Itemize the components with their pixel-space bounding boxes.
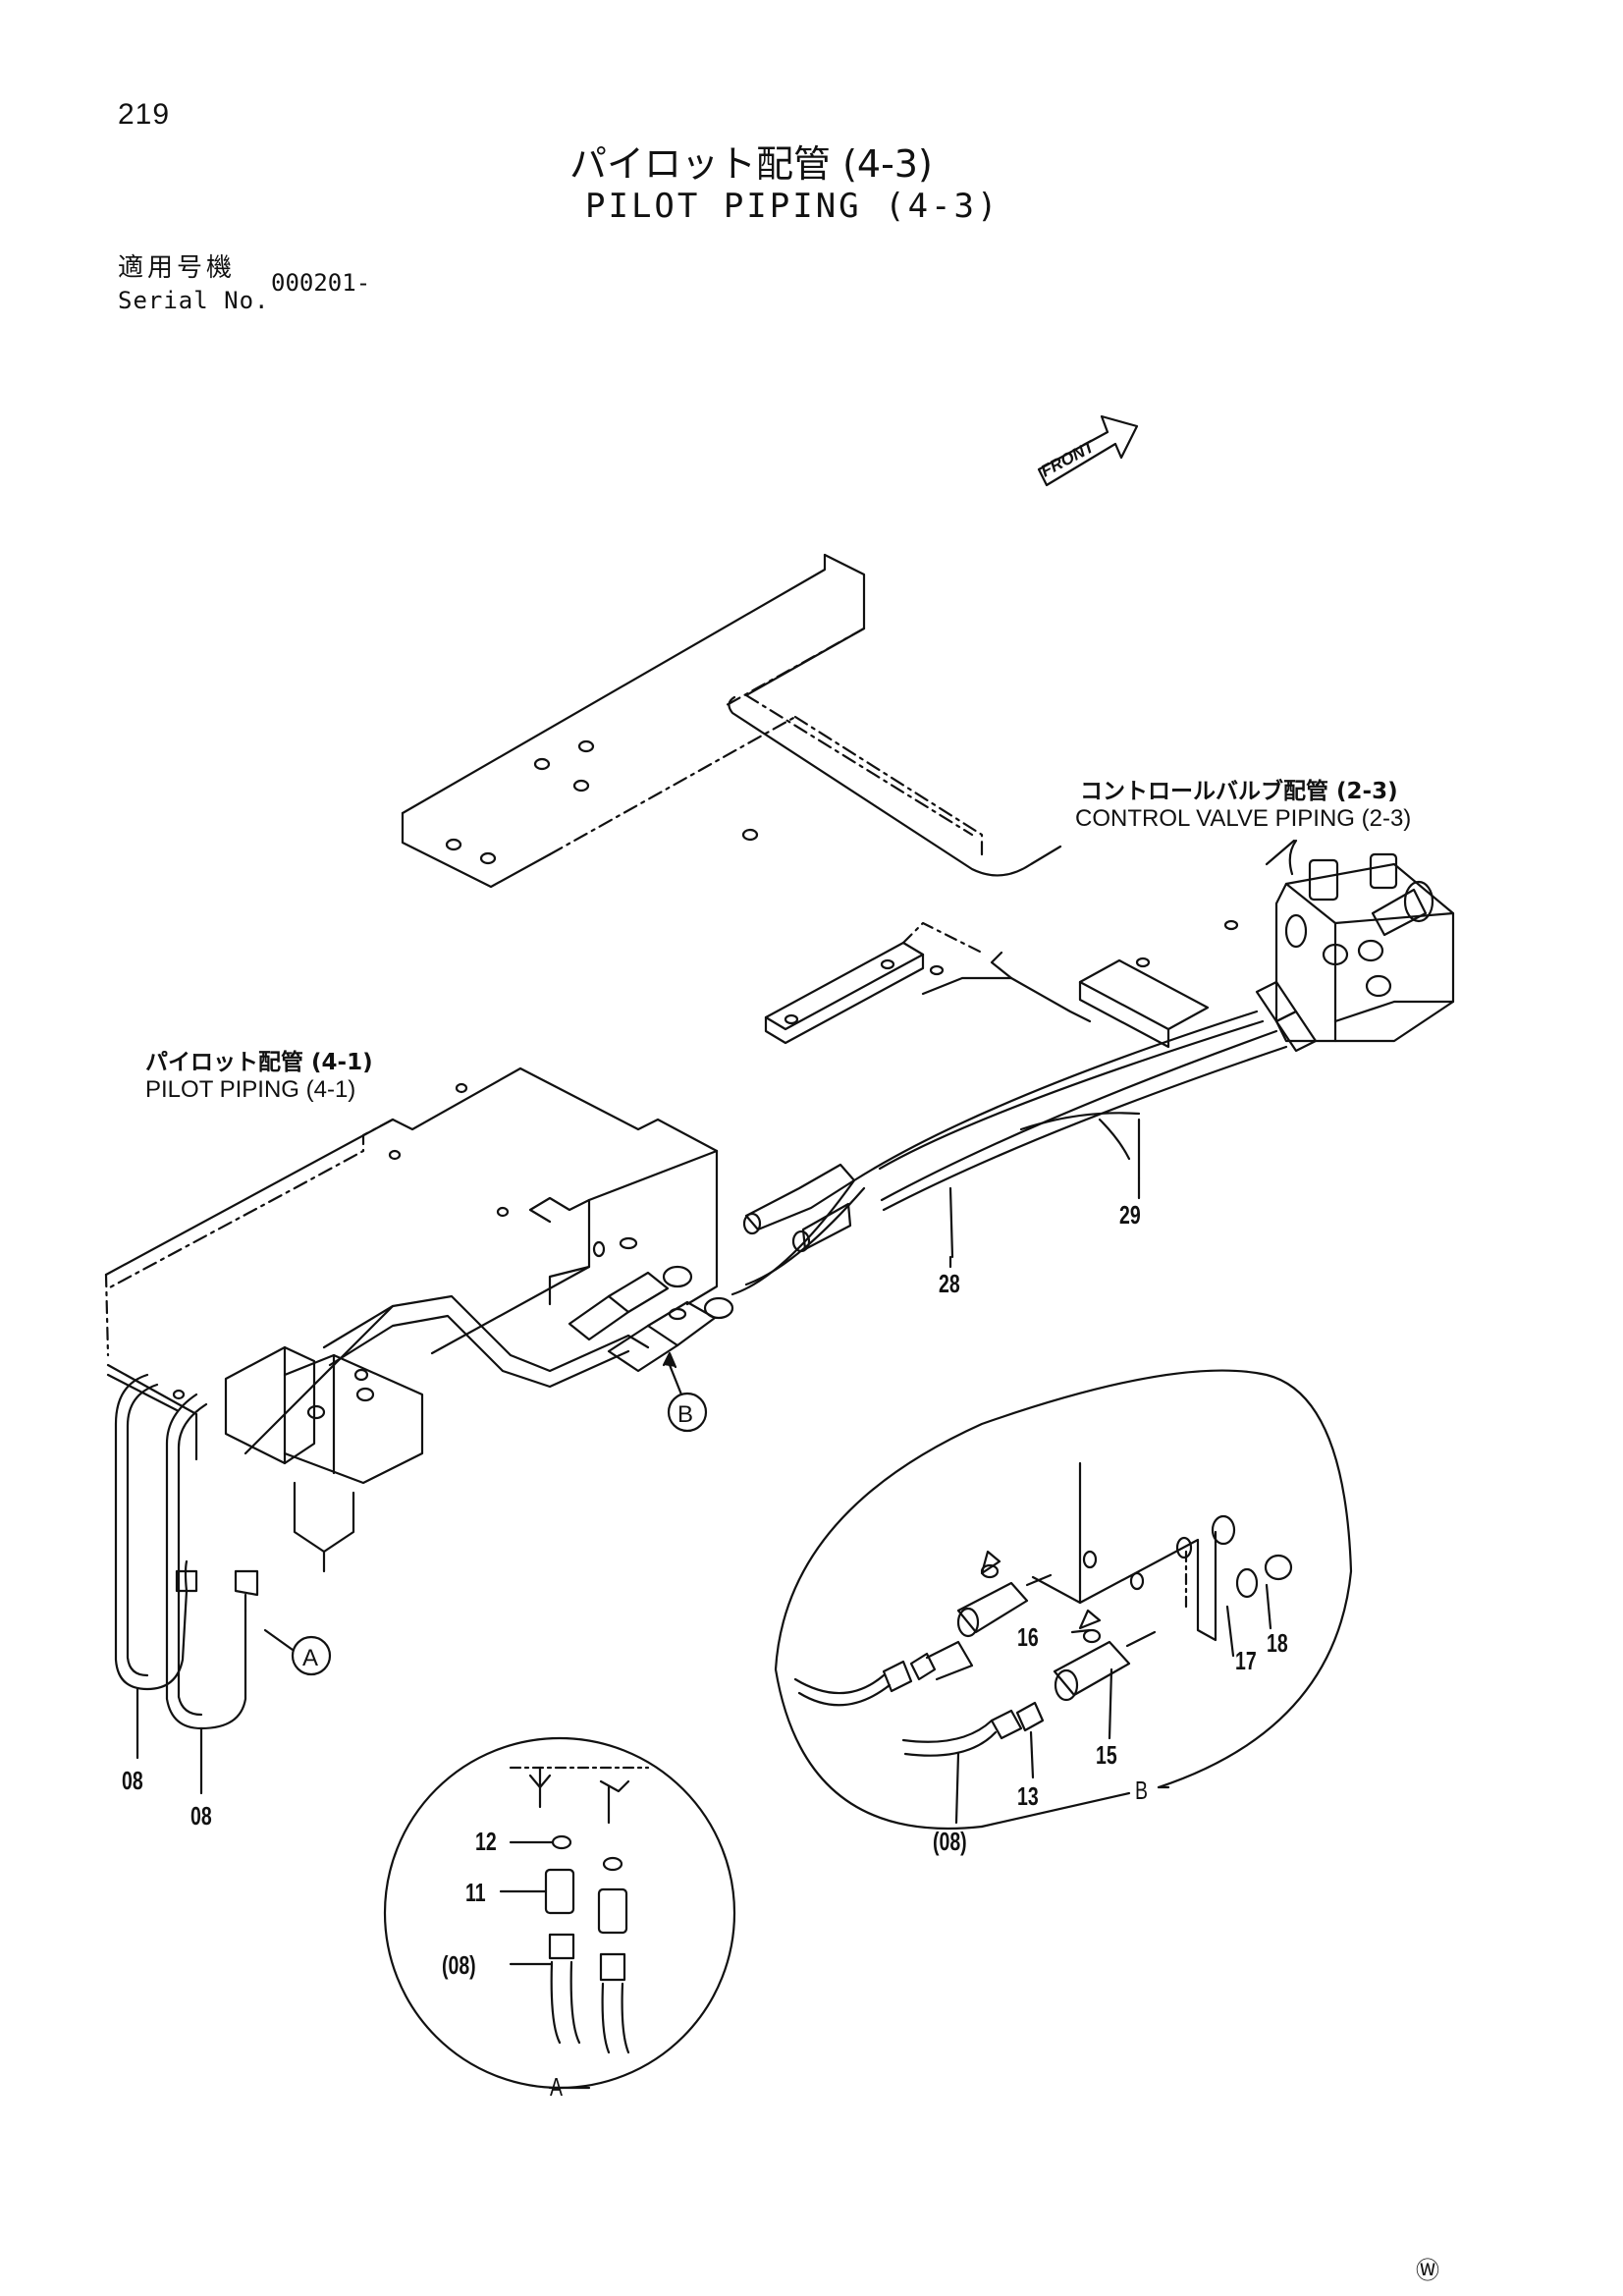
detail-ref-b: B	[662, 1351, 708, 1433]
detail-ref-a-label: A	[302, 1645, 318, 1671]
front-arrow-icon: FRONT	[1037, 414, 1139, 487]
part-number-17: 17	[1235, 1646, 1257, 1675]
control-valve-piping-callout-ja: コントロールバルブ配管 (2-3)	[1080, 779, 1398, 804]
part-number-28: 28	[939, 1269, 960, 1298]
detail-b-label: B	[1135, 1776, 1149, 1805]
page-number: 219	[118, 98, 171, 131]
detail-ref-b-label: B	[677, 1401, 693, 1428]
part-number-11: 11	[465, 1878, 486, 1907]
hoses-28-29	[730, 980, 1318, 1296]
part-number-08-left: 08	[122, 1766, 143, 1795]
part-number-18: 18	[1267, 1628, 1288, 1658]
part-number-29: 29	[1119, 1200, 1141, 1230]
coupling-assembly-b	[568, 1236, 734, 1373]
detail-a-circle	[383, 1736, 736, 2090]
serial-label-japanese: 適用号機	[118, 253, 237, 283]
part-number-13: 13	[1017, 1781, 1039, 1811]
pilot-hoses-08	[114, 1294, 650, 1730]
detail-a-label: A	[550, 2072, 564, 2102]
part-number-08-detail-b: (08)	[933, 1827, 967, 1856]
frame-plate	[401, 553, 1239, 976]
pilot-piping-41-callout-en: PILOT PIPING (4-1)	[145, 1076, 356, 1103]
part-number-12: 12	[475, 1827, 497, 1856]
detail-ref-a: A	[263, 1628, 332, 1676]
leader-lines	[135, 839, 1296, 1795]
page-title-japanese: パイロット配管 (4-3)	[569, 142, 933, 186]
control-valve-block	[1274, 839, 1455, 1043]
page-title-english: PILOT PIPING (4-3)	[585, 187, 1001, 226]
pilot-valve-housing	[104, 1066, 719, 1573]
right-plate	[1078, 958, 1210, 1049]
part-number-08-right: 08	[190, 1801, 212, 1831]
detail-b-oval	[774, 1369, 1353, 1831]
part-number-15: 15	[1096, 1740, 1117, 1770]
serial-number-value: 000201-	[271, 269, 371, 297]
serial-label-english: Serial No.	[118, 287, 270, 314]
control-valve-piping-callout-en: CONTROL VALVE PIPING (2-3)	[1075, 805, 1412, 832]
part-number-08-detail-a: (08)	[442, 1950, 476, 1980]
pilot-piping-41-callout-ja: パイロット配管 (4-1)	[145, 1050, 373, 1075]
part-number-16: 16	[1017, 1622, 1039, 1652]
bracket-bar	[764, 921, 1092, 1045]
footer-mark: Ⓦ	[1416, 2257, 1439, 2284]
